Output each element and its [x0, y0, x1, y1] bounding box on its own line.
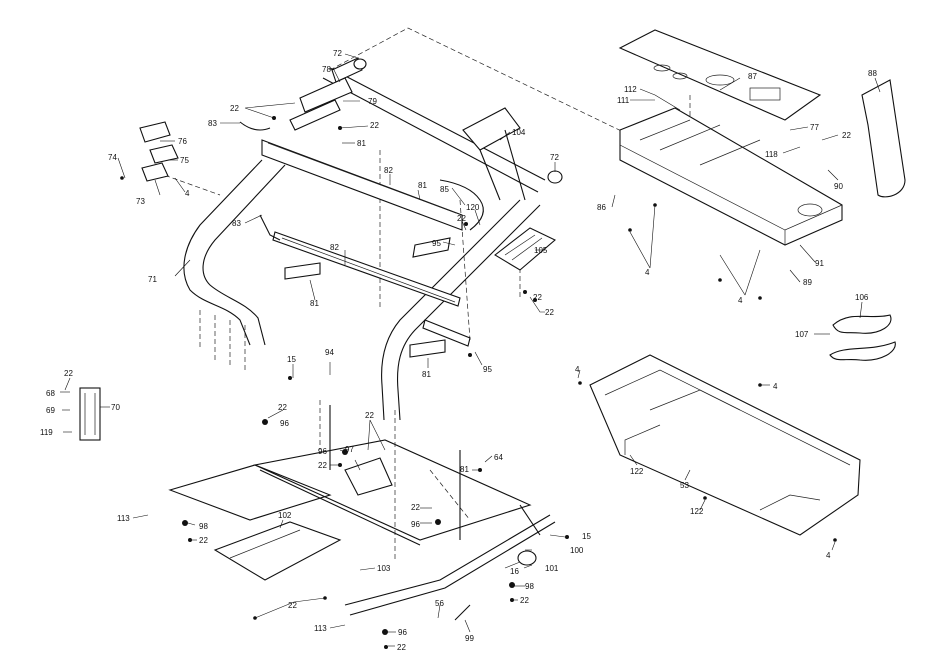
label-120: 120 [466, 203, 480, 212]
label-107: 107 [795, 330, 809, 339]
label-22: 22 [230, 104, 239, 113]
label-119: 119 [40, 428, 53, 437]
label-56: 56 [435, 599, 444, 608]
label-89: 89 [803, 278, 812, 287]
label-91: 91 [815, 259, 824, 268]
label-90: 90 [834, 182, 843, 191]
label-94: 94 [325, 348, 334, 357]
label-87: 87 [748, 72, 757, 81]
label-122: 122 [630, 467, 644, 476]
label-100: 100 [570, 546, 584, 555]
label-69: 69 [46, 406, 55, 415]
label-22: 22 [318, 461, 327, 470]
label-113: 113 [117, 514, 130, 523]
label-77: 77 [810, 123, 819, 132]
label-96: 96 [280, 419, 289, 428]
label-112: 112 [624, 85, 637, 94]
hardware-fasteners [120, 116, 837, 649]
label-4: 4 [575, 365, 580, 374]
label-76: 76 [178, 137, 187, 146]
label-22: 22 [288, 601, 297, 610]
label-104: 104 [512, 128, 526, 137]
label-22: 22 [411, 503, 420, 512]
label-88: 88 [868, 69, 877, 78]
label-22: 22 [278, 403, 287, 412]
straps [829, 314, 896, 361]
label-83: 83 [232, 219, 241, 228]
label-81: 81 [460, 465, 469, 474]
label-73: 73 [136, 197, 145, 206]
walking-deck-hood [589, 354, 861, 536]
label-4: 4 [773, 382, 778, 391]
label-98: 98 [525, 582, 534, 591]
label-83: 83 [208, 119, 217, 128]
label-86: 86 [597, 203, 606, 212]
label-72: 72 [550, 153, 559, 162]
label-22: 22 [533, 293, 542, 302]
label-75: 75 [180, 156, 189, 165]
label-95: 95 [432, 239, 441, 248]
label-111: 111 [617, 96, 630, 105]
label-64: 64 [494, 453, 503, 462]
label-79: 79 [368, 97, 377, 106]
upright-frame [183, 67, 546, 421]
label-78: 78 [322, 65, 331, 74]
label-72: 72 [333, 49, 342, 58]
label-22: 22 [457, 214, 466, 223]
label-22: 22 [64, 369, 73, 378]
label-113: 113 [314, 624, 327, 633]
label-22: 22 [545, 308, 554, 317]
label-96: 96 [411, 520, 420, 529]
label-81: 81 [422, 370, 431, 379]
label-118: 118 [765, 150, 778, 159]
label-22: 22 [842, 131, 851, 140]
label-16: 16 [510, 567, 519, 576]
label-99: 99 [465, 634, 474, 643]
handle-parts [139, 57, 563, 358]
label-81: 81 [357, 139, 366, 148]
label-103: 103 [377, 564, 391, 573]
label-15: 15 [287, 355, 296, 364]
label-82: 82 [330, 243, 339, 252]
label-22: 22 [520, 596, 529, 605]
label-22: 22 [199, 536, 208, 545]
side-panel [861, 79, 906, 198]
label-4: 4 [185, 189, 190, 198]
label-85: 85 [440, 185, 449, 194]
label-53: 53 [680, 481, 689, 490]
label-4: 4 [826, 551, 831, 560]
leader-lines [60, 53, 881, 647]
label-4: 4 [645, 268, 650, 277]
label-122: 122 [690, 507, 704, 516]
label-95: 95 [483, 365, 492, 374]
label-96: 96 [398, 628, 407, 637]
base-frame [79, 387, 556, 621]
label-96: 96 [318, 447, 327, 456]
label-15: 15 [582, 532, 591, 541]
label-81: 81 [310, 299, 319, 308]
label-70: 70 [111, 403, 120, 412]
label-68: 68 [46, 389, 55, 398]
console-tray [618, 29, 843, 246]
label-82: 82 [384, 166, 393, 175]
label-4: 4 [738, 296, 743, 305]
label-22: 22 [365, 411, 374, 420]
label-101: 101 [545, 564, 559, 573]
label-97: 97 [345, 445, 354, 454]
label-22: 22 [397, 643, 406, 652]
part-labels: 72 78 79 22 83 22 81 76 75 74 4 73 82 81… [40, 49, 877, 652]
label-98: 98 [199, 522, 208, 531]
label-102: 102 [278, 511, 292, 520]
label-106: 106 [855, 293, 869, 302]
label-71: 71 [148, 275, 157, 284]
label-105: 105 [534, 246, 548, 255]
label-81: 81 [418, 181, 427, 190]
label-22: 22 [370, 121, 379, 130]
label-74: 74 [108, 153, 117, 162]
